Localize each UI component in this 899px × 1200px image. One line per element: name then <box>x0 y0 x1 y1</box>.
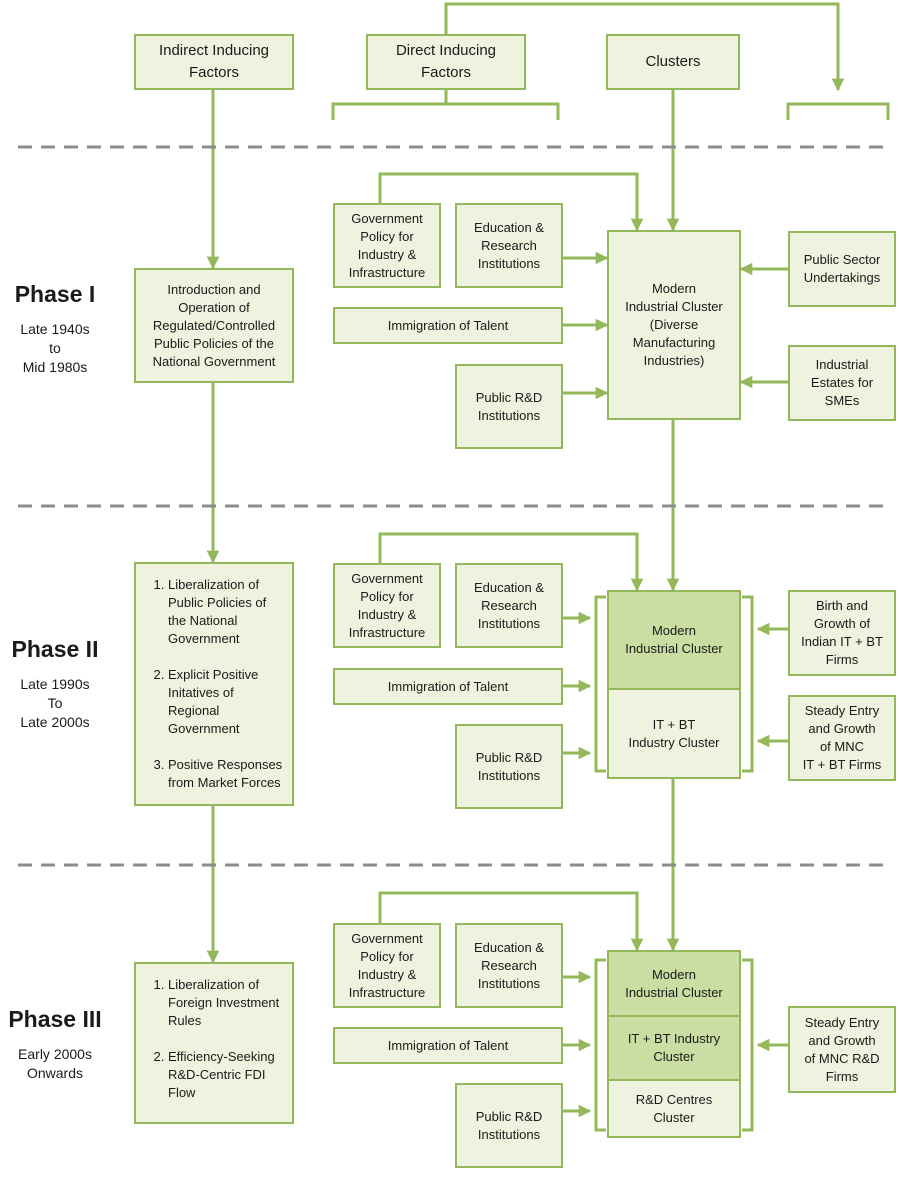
p1-education: Education & Research Institutions <box>455 203 563 288</box>
phase-1-period: Late 1940s to Mid 1980s <box>20 321 90 375</box>
p3-left-brace <box>594 958 606 1132</box>
p2-immigration: Immigration of Talent <box>333 668 563 705</box>
p1-indirect-factor: Introduction and Operation of Regulated/… <box>134 268 294 383</box>
direct-to-clusters-arrow <box>444 2 845 92</box>
p3-immigration: Immigration of Talent <box>333 1027 563 1064</box>
clusters-brace <box>786 102 890 120</box>
p2-cluster-stack: Modern Industrial Cluster IT + BT Indust… <box>607 590 741 779</box>
indirect-factors-header: Indirect Inducing Factors <box>134 34 294 90</box>
direct-factors-brace <box>331 90 560 120</box>
p2-left-brace <box>594 595 606 773</box>
p2-public-rd: Public R&D Institutions <box>455 724 563 809</box>
p3-right-brace <box>742 958 754 1132</box>
p2-mnc-itbt-firms: Steady Entry and Growth of MNC IT + BT F… <box>788 695 896 781</box>
p1-public-rd: Public R&D Institutions <box>455 364 563 449</box>
p3-education: Education & Research Institutions <box>455 923 563 1008</box>
p3-itbt-cluster: IT + BT Industry Cluster <box>609 1015 739 1079</box>
p3-public-rd: Public R&D Institutions <box>455 1083 563 1168</box>
p3-rd-centres-cluster: R&D Centres Cluster <box>609 1079 739 1136</box>
phase-1-label: Phase I Late 1940s to Mid 1980s <box>0 280 110 377</box>
phase-2-period: Late 1990s To Late 2000s <box>20 676 90 730</box>
p2-indirect-factors: Liberalization of Public Policies of the… <box>134 562 294 806</box>
p1-gov-policy: Government Policy for Industry & Infrast… <box>333 203 441 288</box>
phase-2-title: Phase II <box>11 636 99 662</box>
p3-gov-policy-arrow <box>378 891 644 952</box>
p2-education: Education & Research Institutions <box>455 563 563 648</box>
p2-indirect-item: Explicit Positive Initatives of Regional… <box>168 666 284 738</box>
p3-mnc-rd-firms: Steady Entry and Growth of MNC R&D Firms <box>788 1006 896 1093</box>
p2-itbt-cluster: IT + BT Industry Cluster <box>609 688 739 777</box>
p2-indirect-item: Positive Responses from Market Forces <box>168 756 284 792</box>
p2-modern-cluster: Modern Industrial Cluster <box>609 592 739 688</box>
phase-2-label: Phase II Late 1990s To Late 2000s <box>0 635 110 732</box>
phase-3-title: Phase III <box>8 1006 102 1032</box>
p3-gov-policy: Government Policy for Industry & Infrast… <box>333 923 441 1008</box>
p3-cluster-stack: Modern Industrial Cluster IT + BT Indust… <box>607 950 741 1138</box>
phase-3-period: Early 2000s Onwards <box>18 1046 92 1081</box>
p1-public-sector: Public Sector Undertakings <box>788 231 896 307</box>
p2-gov-policy-arrow <box>378 532 644 592</box>
p1-gov-policy-arrow <box>378 172 644 232</box>
p2-right-brace <box>742 595 754 773</box>
p1-immigration: Immigration of Talent <box>333 307 563 344</box>
p3-indirect-item: Liberalization of Foreign Investment Rul… <box>168 976 284 1030</box>
p2-indian-itbt-firms: Birth and Growth of Indian IT + BT Firms <box>788 590 896 676</box>
clusters-header: Clusters <box>606 34 740 90</box>
p3-modern-cluster: Modern Industrial Cluster <box>609 952 739 1015</box>
p3-indirect-factors: Liberalization of Foreign Investment Rul… <box>134 962 294 1124</box>
p2-gov-policy: Government Policy for Industry & Infrast… <box>333 563 441 648</box>
p1-industrial-estates: Industrial Estates for SMEs <box>788 345 896 421</box>
phase-1-title: Phase I <box>14 281 96 307</box>
p1-modern-cluster: Modern Industrial Cluster (Diverse Manuf… <box>607 230 741 420</box>
p3-indirect-item: Efficiency-Seeking R&D-Centric FDI Flow <box>168 1048 284 1102</box>
p2-indirect-item: Liberalization of Public Policies of the… <box>168 576 284 648</box>
direct-factors-header: Direct Inducing Factors <box>366 34 526 90</box>
phase-3-label: Phase III Early 2000s Onwards <box>0 1005 110 1083</box>
